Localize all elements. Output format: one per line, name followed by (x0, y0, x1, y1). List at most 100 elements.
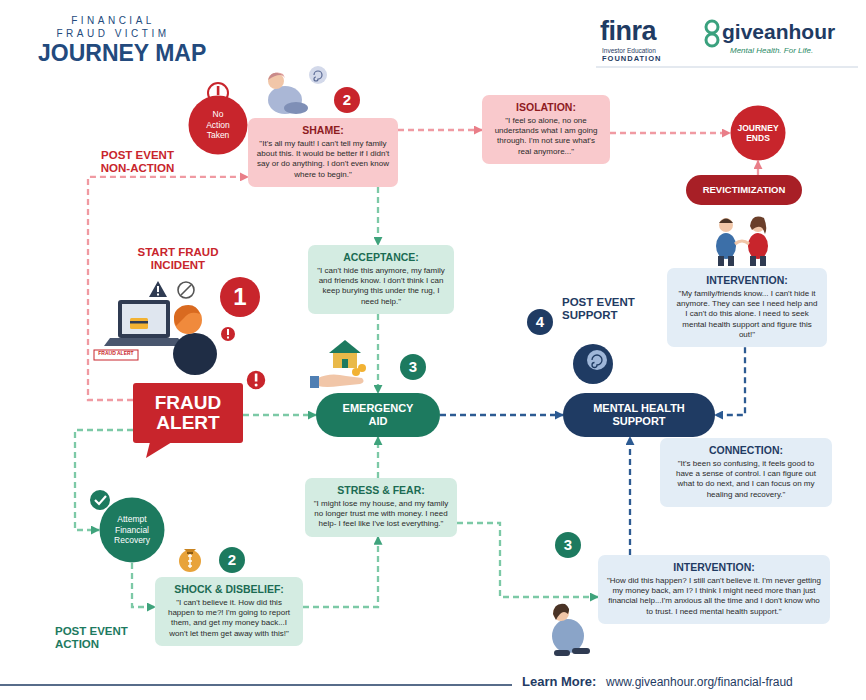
callout-badge (219, 547, 245, 573)
stage-box: SHOCK & DISBELIEF: "I can't believe it. H… (155, 577, 303, 646)
fraud-laptop-figure (157, 286, 159, 292)
node-text: EMERGENCY AID (338, 402, 418, 428)
callout-badge (400, 354, 426, 380)
fraud-laptop-figure (178, 282, 194, 298)
alert-icon (217, 86, 220, 95)
couple-figure (719, 218, 733, 232)
aid-house-icon (342, 359, 348, 368)
circle-outline (731, 106, 786, 161)
couple-figure (735, 241, 749, 244)
money-bag-icon (184, 549, 196, 553)
stage-box: CONNECTION:"It's been so confusing, it f… (660, 438, 832, 507)
rule-line (0, 67, 858, 685)
fraud-laptop-figure (174, 305, 200, 326)
aid-house-icon (352, 368, 360, 376)
sitting-girl-figure (572, 648, 590, 654)
stage-box: INTERVENTION:"How did this happen? I sti… (598, 555, 830, 624)
alert-icon (255, 384, 258, 387)
flow-connector (88, 177, 248, 400)
circle-outline (100, 498, 165, 563)
stage-quote: "I feel so alone, no one understands wha… (490, 116, 602, 157)
flow-connector (457, 523, 598, 597)
flow-connector (377, 437, 379, 478)
fraud-laptop-figure (221, 327, 235, 341)
flow-connector (440, 414, 563, 416)
money-bag-icon (187, 552, 193, 554)
fraud-laptop-figure (94, 281, 235, 375)
node-text: No Action Taken (203, 109, 233, 140)
sitting-girl-figure (553, 604, 569, 620)
sad-person-figure (268, 66, 327, 114)
fraud-laptop-figure (157, 294, 159, 296)
stage-quote: "I can't hide this anymore, my family an… (316, 266, 446, 307)
phase-label: POST EVENT SUPPORT (562, 296, 642, 322)
rule-line (596, 67, 858, 68)
fraud-laptop-figure (122, 304, 166, 334)
stage-box: ACCEPTANCE:"I can't hide this anymore, m… (308, 245, 454, 314)
alert-icon (255, 374, 258, 382)
footer-text: Learn More: (522, 675, 596, 690)
mental-health-icon (573, 344, 613, 384)
stage-title: SHAME: (256, 124, 390, 136)
node-text: JOURNEY ENDS (735, 123, 781, 144)
status-pill: REVICTIMIZATION (686, 175, 802, 205)
couple-figure (728, 256, 734, 266)
callout-badge (527, 309, 553, 335)
aid-house-icon (310, 376, 319, 388)
flow-connector (377, 314, 379, 393)
alert-icon (246, 370, 266, 390)
logo-mark (706, 21, 718, 33)
stage-quote: "My family/friends know... I can't hide … (675, 289, 819, 340)
logo-text: finra (600, 16, 656, 47)
callout-number: 2 (219, 547, 245, 573)
stage-box: SHAME:"It's all my fault! I can't tell m… (248, 118, 398, 187)
aid-house-icon (318, 374, 364, 387)
fraud-laptop-figure (130, 321, 148, 324)
callout-number: 4 (527, 309, 553, 335)
footer-link: www.giveanhour.org/financial-fraud (606, 676, 793, 690)
aid-house-icon (333, 353, 357, 368)
rule-line (0, 684, 512, 686)
check-icon (89, 489, 111, 511)
money-bag-icon (179, 550, 201, 572)
node-text: FRAUD ALERT (143, 393, 233, 433)
fraud-laptop-figure (104, 338, 185, 346)
couple-figure (748, 233, 768, 259)
fraud-laptop-figure (227, 337, 229, 339)
couple-figure (750, 217, 766, 234)
fraud-laptop-figure (174, 306, 202, 334)
circle-outline (189, 96, 248, 155)
couple-figure (750, 256, 756, 266)
callout-number: 1 (220, 277, 260, 317)
flow-connector (757, 161, 759, 175)
money-bag-icon (188, 554, 192, 568)
alert-icon (146, 442, 172, 458)
callout-badge (220, 277, 260, 317)
callout-number: 2 (334, 87, 360, 113)
status-circle: No Action Taken (188, 95, 248, 155)
aid-house-icon (329, 340, 361, 353)
fraud-laptop-figure (181, 285, 191, 295)
callout-badge (334, 87, 360, 113)
logo-tagline: Mental Health. For Life. (730, 46, 813, 55)
flow-connector (629, 437, 631, 555)
fraud-laptop-figure (118, 300, 170, 338)
stage-box: ISOLATION: "I feel so alone, no one under… (482, 95, 610, 164)
mental-health-icon (592, 355, 602, 368)
stage-title: SHOCK & DISBELIEF: (163, 583, 295, 595)
stage-box: INTERVENTION:"My family/friends know... … (667, 268, 827, 347)
logo-text: Investor Education (602, 47, 656, 54)
stage-title: ISOLATION: (490, 101, 602, 113)
alert-tag: FRAUD ALERT (95, 351, 137, 357)
couple-figure (716, 217, 768, 266)
fraud-laptop-figure (149, 281, 167, 297)
sitting-girl-figure (552, 619, 584, 653)
mental-health-icon (573, 344, 613, 384)
stage-quote: "I can't believe it. How did this happen… (163, 598, 295, 639)
flow-connector (243, 414, 316, 416)
flow-connector (398, 129, 482, 131)
stage-quote: "I might lose my house, and my family no… (313, 499, 449, 530)
phase-label: POST EVENT ACTION (55, 625, 133, 651)
sad-person-figure (284, 102, 308, 114)
logo-text: giveanhour (722, 20, 835, 44)
